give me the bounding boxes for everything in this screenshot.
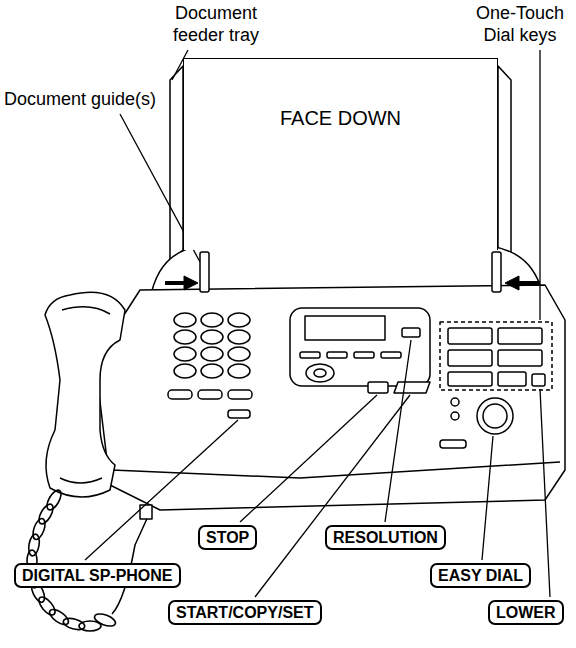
handset-detail [60,478,102,483]
coil-cord [26,488,117,632]
control-panel [290,308,430,386]
start-button [394,382,430,393]
handset-detail [62,307,110,314]
jog-dial [314,369,326,377]
small-button [440,440,466,448]
cord-plug [140,505,152,519]
leader-lines [85,50,550,597]
one-touch-keys [448,328,542,386]
panel-buttons [300,328,420,358]
button-label: RESOLUTION [325,525,446,550]
document-guide [200,252,209,292]
front-edge [112,462,560,478]
button-name: LOWER [496,603,556,622]
button-label: START/COPY/SET [168,600,322,625]
part-label: Document feeder tray [160,2,272,46]
button-name: DIGITAL SP-PHONE [22,566,173,585]
display [305,316,385,340]
fax-body [95,285,565,510]
button-name: EASY DIAL [438,566,523,585]
stop-button [368,382,388,393]
button-label: EASY DIAL [430,563,531,588]
feeder-tray [498,66,511,262]
sheet-text: FACE DOWN [184,107,497,130]
part-label: One-Touch Dial keys [468,2,572,46]
part-label: Document guide(s) [4,88,174,110]
lower-button [532,374,545,386]
guide-arrows [165,276,540,290]
document-sheet: FACE DOWN [183,58,498,250]
document-guide [492,252,501,292]
button-label: LOWER [488,600,564,625]
easy-dial-knob [483,404,507,428]
jog-dial [306,364,334,382]
button-label: DIGITAL SP-PHONE [14,563,181,588]
button-name: START/COPY/SET [176,603,314,622]
button-name: RESOLUTION [333,528,438,547]
small-button [451,412,459,420]
button-label: STOP [198,525,257,550]
button-name: STOP [206,528,249,547]
keypad [168,313,252,418]
easy-dial-knob [477,398,513,434]
feeder-tray [170,66,183,262]
small-button [451,398,459,406]
handset [45,292,125,497]
key-group [440,322,552,390]
